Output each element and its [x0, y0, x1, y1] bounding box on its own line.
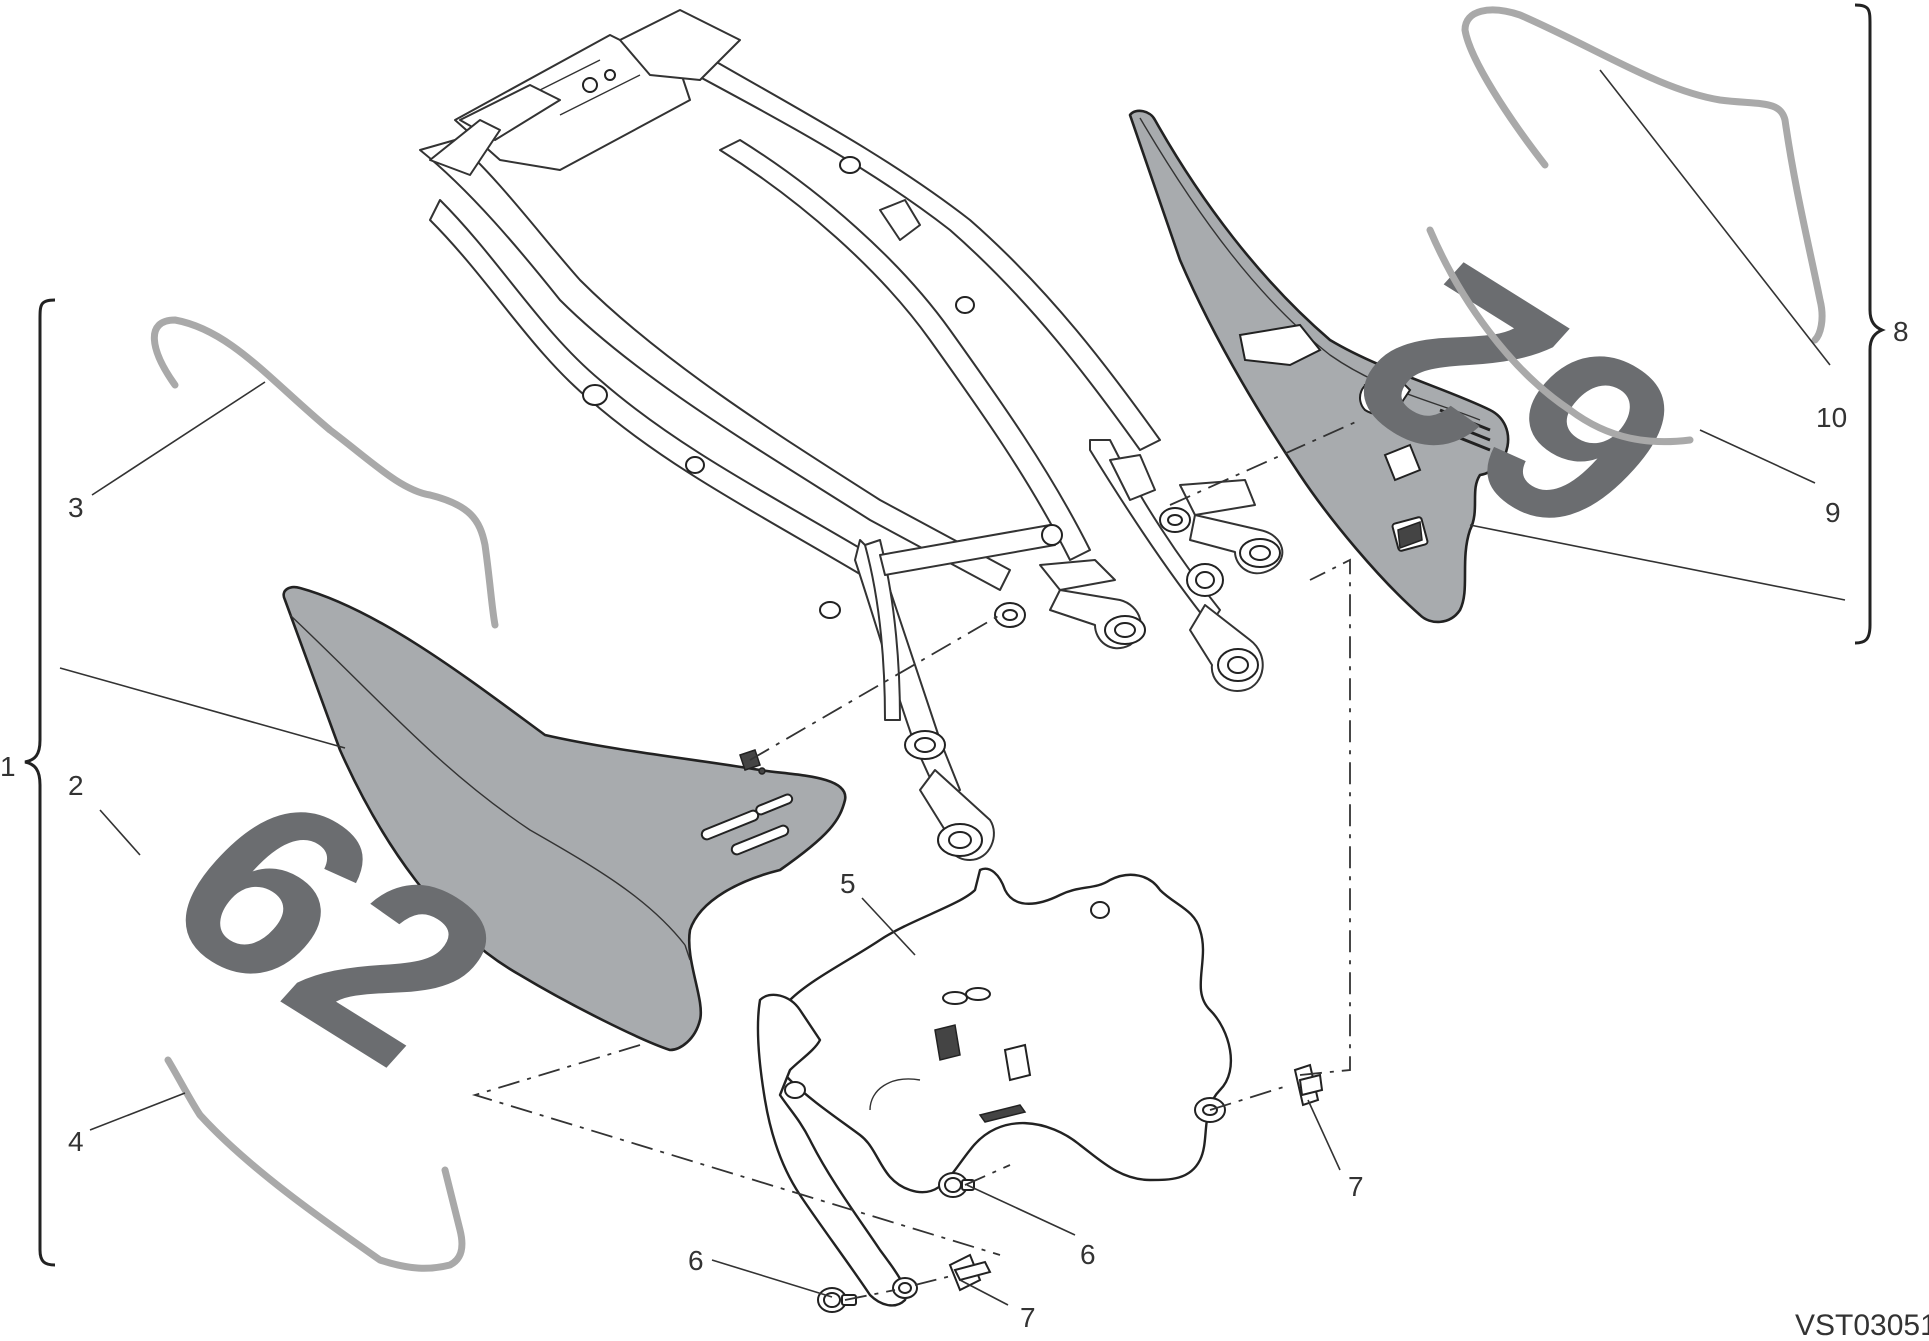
left-upper-stripe-decal — [150, 316, 499, 629]
plate-arm-mount-hole — [892, 1277, 918, 1299]
callout-1: 1 — [0, 751, 16, 782]
callout-6-middle: 6 — [1080, 1239, 1096, 1270]
assembly-lines — [471, 419, 1361, 1301]
drawing-code: VST03051 — [1795, 1309, 1929, 1341]
callout-4: 4 — [68, 1126, 84, 1157]
leader-lines — [59, 69, 1846, 1306]
callout-3: 3 — [68, 492, 84, 523]
group-bracket-left — [24, 298, 56, 1267]
screw-lower-left — [817, 1287, 857, 1313]
left-side-panel — [282, 585, 847, 1052]
rear-subframe — [419, 9, 1284, 861]
callout-10: 10 — [1816, 402, 1847, 433]
callout-8: 8 — [1893, 316, 1909, 347]
clip-nut-right — [1293, 1063, 1324, 1107]
callout-9: 9 — [1825, 497, 1841, 528]
callout-7-lower: 7 — [1020, 1302, 1036, 1333]
callout-6-lower: 6 — [688, 1245, 704, 1276]
clip-nut-lower — [948, 1253, 992, 1292]
group-bracket-right — [1854, 3, 1886, 645]
left-lower-stripe-decal — [164, 1056, 466, 1272]
callout-2: 2 — [68, 770, 84, 801]
right-side-panel — [1128, 109, 1510, 624]
right-upper-stripe-decal — [1461, 6, 1826, 344]
callout-5: 5 — [840, 868, 856, 899]
undertray-plate — [756, 867, 1233, 1307]
callout-7-right: 7 — [1348, 1171, 1364, 1202]
